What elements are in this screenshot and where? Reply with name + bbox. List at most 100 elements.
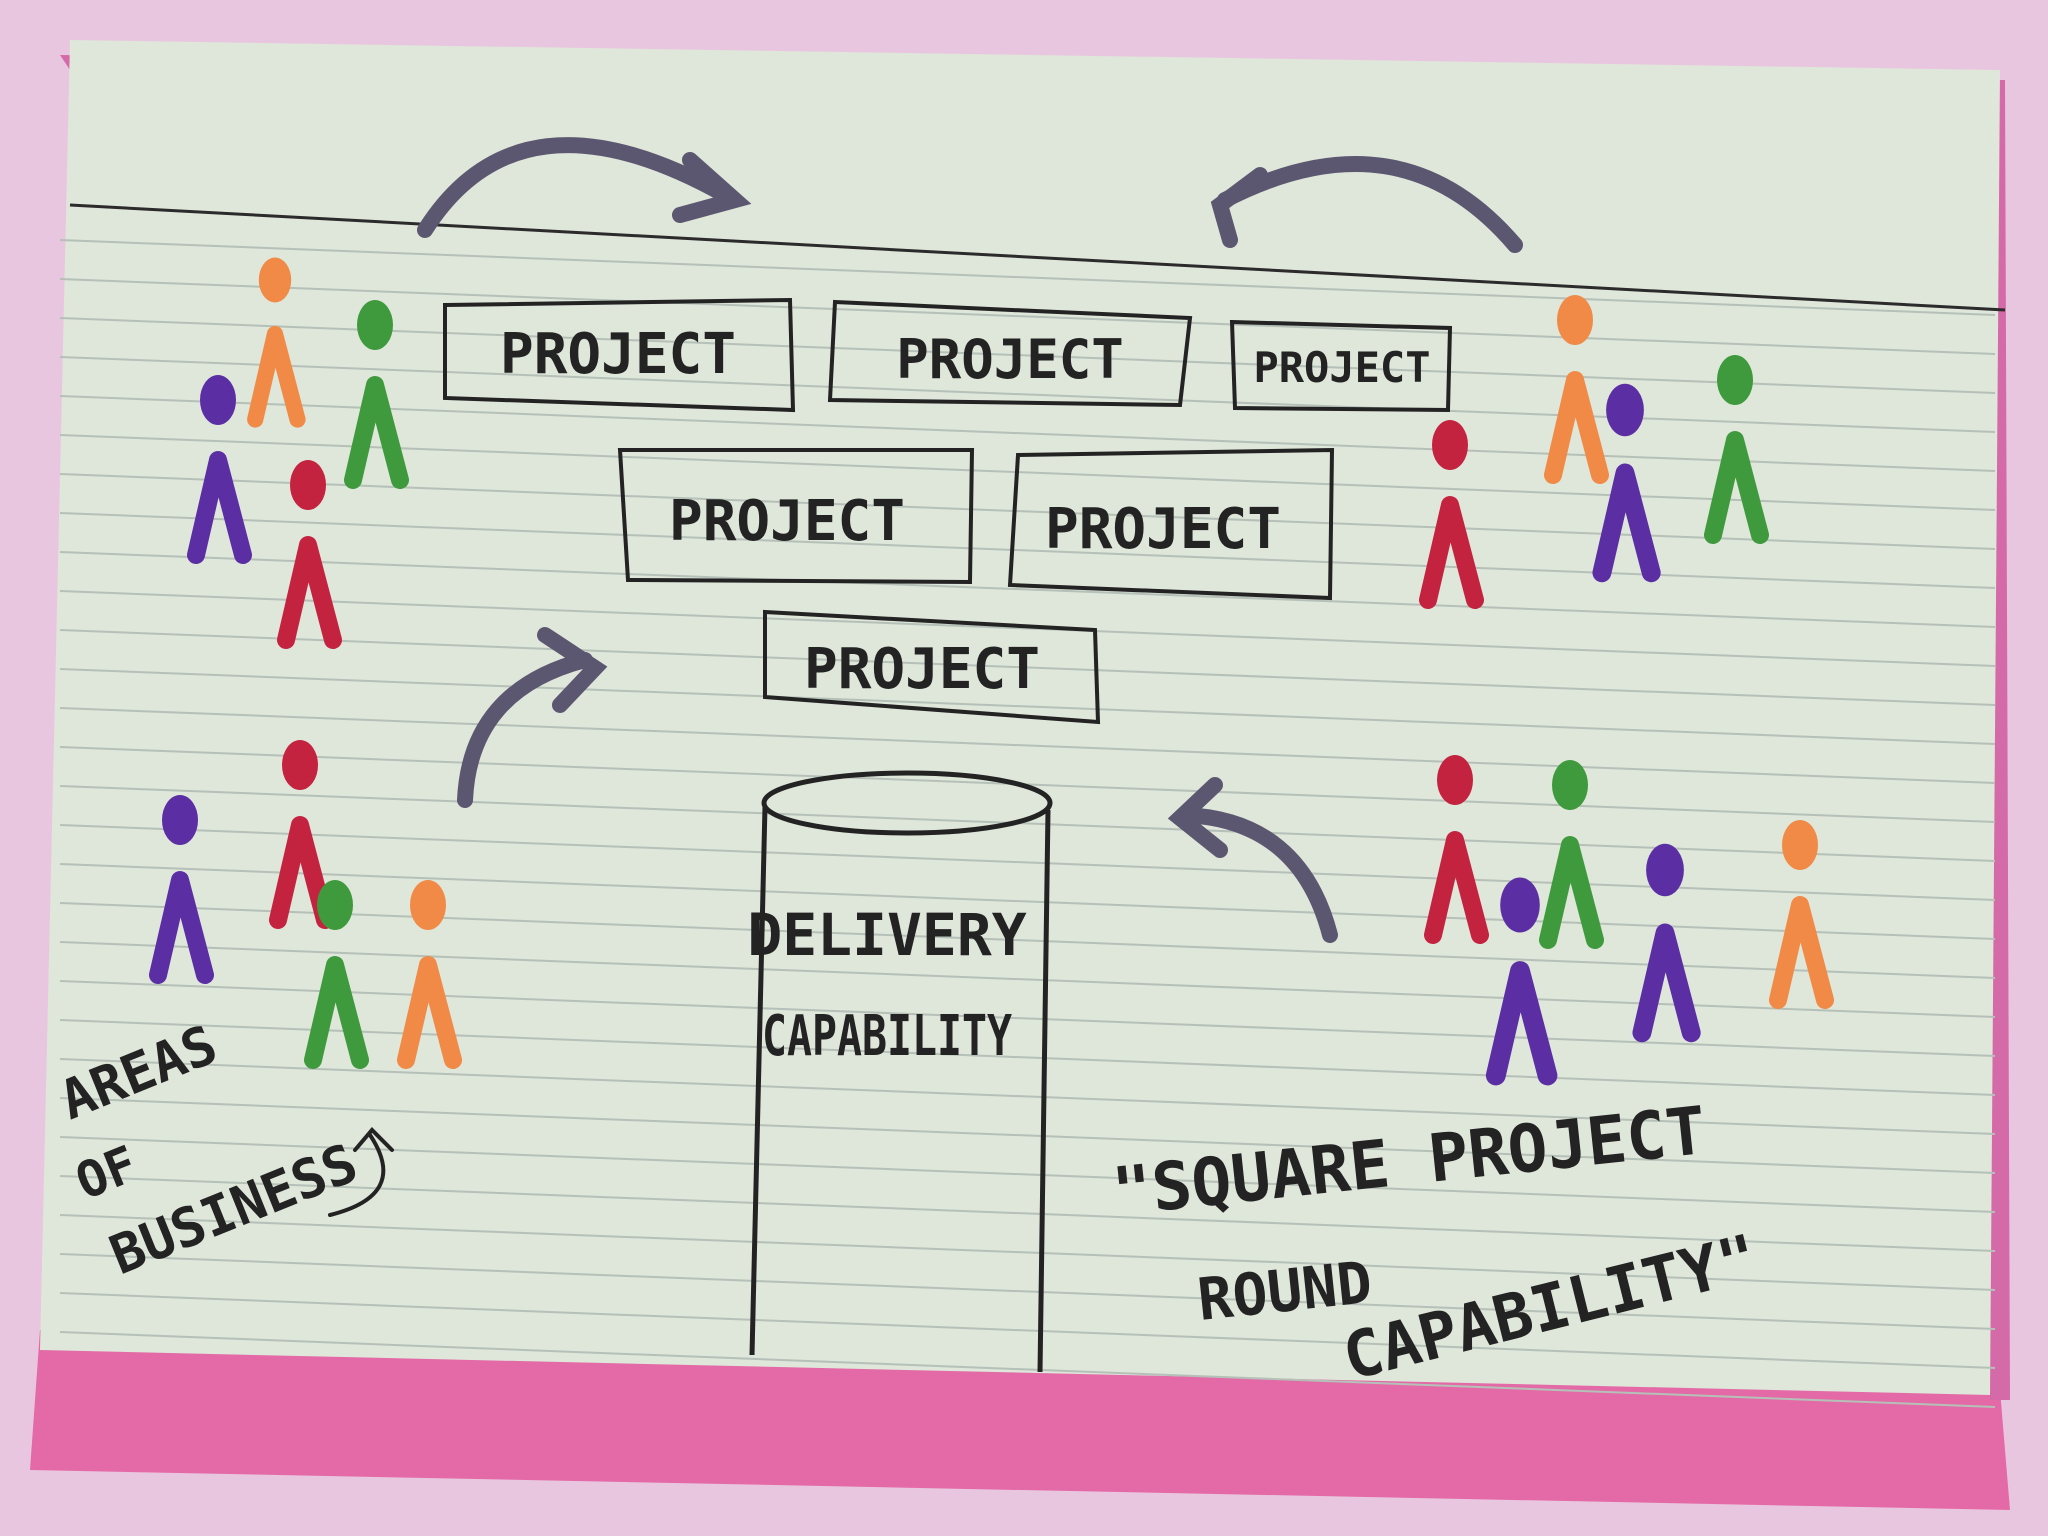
ruled-line (59, 1214, 1996, 1291)
stick-person-icon (149, 795, 214, 984)
person-head (1432, 420, 1468, 470)
person-body (247, 325, 306, 428)
person-body (269, 816, 334, 929)
person-head (357, 300, 393, 350)
project-box-2: PROJECT (896, 328, 1124, 391)
person-body (1424, 831, 1489, 944)
delivery-pipe (749, 770, 1053, 1373)
stick-person-icon (1632, 843, 1701, 1043)
project-labels: PROJECT PROJECT PROJECT PROJECT PROJECT … (500, 322, 1431, 702)
ruled-line (59, 1136, 1996, 1213)
ruled-line (59, 1253, 1996, 1330)
arrow-top-left-head (672, 152, 752, 223)
arrow-mid-left-head (537, 627, 608, 713)
person-head (282, 740, 318, 790)
person-head (410, 880, 446, 930)
person-body (397, 956, 462, 1069)
people-groups (149, 257, 1834, 1086)
pink-backing-card (30, 1330, 2010, 1510)
person-body (187, 451, 252, 564)
person-head (1552, 760, 1588, 810)
arrow-top-right (1217, 156, 1523, 253)
person-head (200, 375, 236, 425)
person-body (1592, 463, 1661, 583)
pipe-top-ellipse (761, 770, 1053, 836)
stick-person-icon (277, 460, 342, 649)
person-body (1485, 961, 1558, 1086)
stick-person-icon (187, 375, 252, 564)
ruled-line (59, 1058, 1996, 1135)
ruled-line (59, 980, 1996, 1057)
stick-person-icon (304, 880, 369, 1069)
person-head (162, 795, 198, 845)
person-body (1704, 431, 1769, 544)
ruled-line (59, 629, 1996, 706)
arrows (417, 137, 1523, 943)
ruled-line (59, 1175, 1996, 1252)
ruled-line (59, 356, 1996, 433)
ruled-line (59, 278, 1996, 355)
ruled-line (59, 1019, 1996, 1096)
ruled-line (59, 863, 1996, 940)
arrow-mid-right-head (1167, 777, 1228, 858)
project-box-2-frame (827, 299, 1193, 408)
person-head (1717, 355, 1753, 405)
arrow-mid-left (457, 652, 593, 808)
person-head (1646, 843, 1684, 897)
ruled-line (59, 473, 1996, 550)
ruled-line (59, 512, 1996, 589)
person-body (344, 376, 409, 489)
stick-person-icon (1419, 420, 1484, 609)
project-box-6-frame (763, 609, 1101, 725)
stick-person-icon (1485, 877, 1558, 1086)
ruled-line (59, 590, 1996, 667)
project-box-4: PROJECT (669, 489, 905, 554)
arrow-mid-right (1177, 807, 1338, 943)
stick-person-icon (1424, 755, 1489, 944)
project-box-1-frame (443, 297, 796, 413)
person-body (1544, 371, 1609, 484)
stick-person-icon (1539, 760, 1604, 949)
person-head (1500, 877, 1540, 933)
project-box-5-frame (1007, 447, 1335, 601)
person-body (1539, 836, 1604, 949)
project-box-6: PROJECT (804, 637, 1040, 702)
ruled-line (59, 551, 1996, 628)
ruled-line (59, 941, 1996, 1018)
project-box-1: PROJECT (500, 322, 736, 387)
stick-person-icon (1704, 355, 1769, 544)
pipe-label-line1: DELIVERY (747, 901, 1026, 969)
pipe-label-line2: CAPABILITY (762, 1004, 1012, 1069)
ruled-line (59, 1331, 1996, 1408)
ruled-line (59, 1292, 1996, 1369)
stick-person-icon (1592, 383, 1661, 583)
stick-person-icon (397, 880, 462, 1069)
person-head (317, 880, 353, 930)
person-body (1419, 496, 1484, 609)
person-head (290, 460, 326, 510)
ruled-line (59, 1097, 1996, 1174)
project-box-5: PROJECT (1045, 497, 1281, 562)
arrow-top-left (417, 137, 733, 238)
project-box-4-frame (617, 448, 975, 585)
project-box-3-frame (1229, 319, 1453, 413)
project-box-3: PROJECT (1253, 343, 1430, 392)
pipe-left-wall (749, 805, 768, 1356)
ruled-line (59, 668, 1996, 745)
header-rule (69, 203, 2006, 312)
pipe-right-wall (1037, 809, 1051, 1373)
stick-person-icon (247, 257, 306, 428)
person-head (1782, 820, 1818, 870)
person-head (1557, 295, 1593, 345)
stick-person-icon (1544, 295, 1609, 484)
person-head (1437, 755, 1473, 805)
person-body (277, 536, 342, 649)
stick-person-icon (344, 300, 409, 489)
person-body (149, 871, 214, 984)
ruled-line (59, 239, 1996, 316)
stick-person-icon (1769, 820, 1834, 1009)
person-head (1606, 383, 1644, 437)
project-boxes (443, 297, 1453, 725)
areas-arrow-icon (328, 1127, 394, 1217)
